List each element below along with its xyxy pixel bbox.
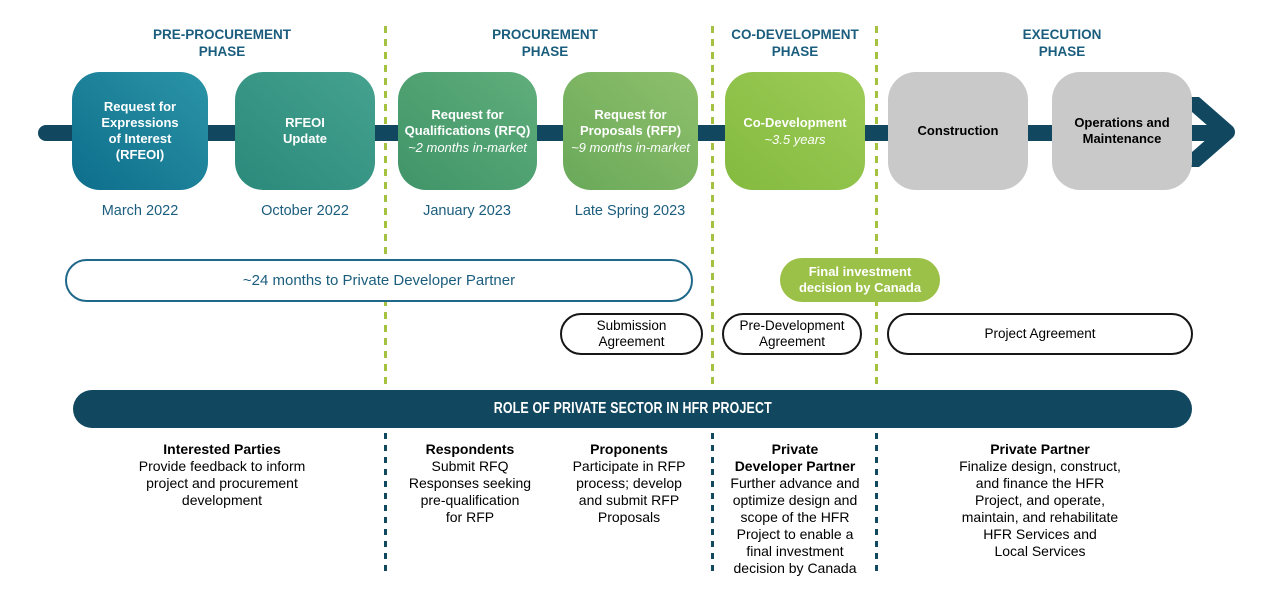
role-description: Further advance and optimize design and … <box>730 475 860 576</box>
role-column-interested-parties: Interested Parties Provide feedback to i… <box>139 441 306 509</box>
role-description: Participate in RFP process; develop and … <box>572 458 686 525</box>
phase-separator-dashed-line <box>875 26 878 386</box>
phase-separator-dashed-line <box>384 26 387 386</box>
phase-separator-dashed-line <box>711 26 714 386</box>
role-heading: Private Partner <box>990 441 1090 457</box>
duration-pill-24-months: ~24 months to Private Developer Partner <box>65 259 693 302</box>
milestone-title: Request for Expressions of Interest (RFE… <box>101 99 179 162</box>
milestone-date: Late Spring 2023 <box>574 203 686 219</box>
milestone-box-rfeoi-update: RFEOI Update <box>235 72 375 190</box>
milestone-box-rfp: Request for Proposals (RFP) ~9 months in… <box>563 72 698 190</box>
milestone-title: RFEOI Update <box>282 115 328 146</box>
milestone-title: Request for Proposals (RFP) <box>579 106 682 138</box>
phase-header-execution: EXECUTION PHASE <box>1022 27 1102 59</box>
role-column-private-developer-partner: Private Developer Partner Further advanc… <box>730 441 859 577</box>
role-description: Submit RFQ Responses seeking pre-qualifi… <box>408 458 532 525</box>
role-separator-dashed-line <box>875 433 878 573</box>
milestone-title: Construction <box>917 123 999 138</box>
milestone-date: March 2022 <box>101 203 179 219</box>
milestone-title: Co-Development <box>743 114 847 130</box>
milestone-box-co-development: Co-Development ~3.5 years <box>725 72 865 190</box>
phase-header-pre-procurement: PRE-PROCUREMENT PHASE <box>152 27 292 59</box>
private-sector-role-banner: ROLE OF PRIVATE SECTOR IN HFR PROJECT <box>73 390 1192 428</box>
banner-label: ROLE OF PRIVATE SECTOR IN HFR PROJECT <box>493 400 772 417</box>
milestone-duration: ~3.5 years <box>764 131 826 147</box>
role-column-proponents: Proponents Participate in RFP process; d… <box>573 441 686 526</box>
phase-header-co-development: CO-DEVELOPMENT PHASE <box>731 27 859 59</box>
milestone-box-rfq: Request for Qualifications (RFQ) ~2 mont… <box>398 72 537 190</box>
final-investment-decision-badge: Final investment decision by Canada <box>780 258 940 302</box>
timeline-arrow-icon <box>1187 97 1235 167</box>
role-heading: Proponents <box>590 441 668 457</box>
role-description: Finalize design, construct, and finance … <box>959 458 1121 559</box>
role-heading: Respondents <box>425 441 515 457</box>
milestone-duration: ~2 months in-market <box>408 139 527 155</box>
milestone-duration: ~9 months in-market <box>571 139 690 155</box>
submission-agreement-pill: Submission Agreement <box>560 313 703 355</box>
milestone-date: October 2022 <box>261 203 349 219</box>
milestone-date: January 2023 <box>423 203 511 219</box>
milestone-title: Operations and Maintenance <box>1074 115 1170 146</box>
phase-header-procurement: PROCUREMENT PHASE <box>492 27 598 59</box>
milestone-box-construction: Construction <box>888 72 1028 190</box>
milestone-title: Request for Qualifications (RFQ) <box>404 106 531 138</box>
milestone-box-rfeoi: Request for Expressions of Interest (RFE… <box>72 72 208 190</box>
project-agreement-pill: Project Agreement <box>887 313 1193 355</box>
role-column-private-partner: Private Partner Finalize design, constru… <box>959 441 1121 560</box>
milestone-box-operations-maintenance: Operations and Maintenance <box>1052 72 1192 190</box>
role-heading: Interested Parties <box>163 441 281 457</box>
role-heading: Private Developer Partner <box>734 441 856 474</box>
role-column-respondents: Respondents Submit RFQ Responses seeking… <box>409 441 531 526</box>
role-separator-dashed-line <box>384 433 387 573</box>
pre-development-agreement-pill: Pre-Development Agreement <box>722 313 862 355</box>
role-separator-dashed-line <box>711 433 714 573</box>
role-description: Provide feedback to inform project and p… <box>138 458 306 508</box>
